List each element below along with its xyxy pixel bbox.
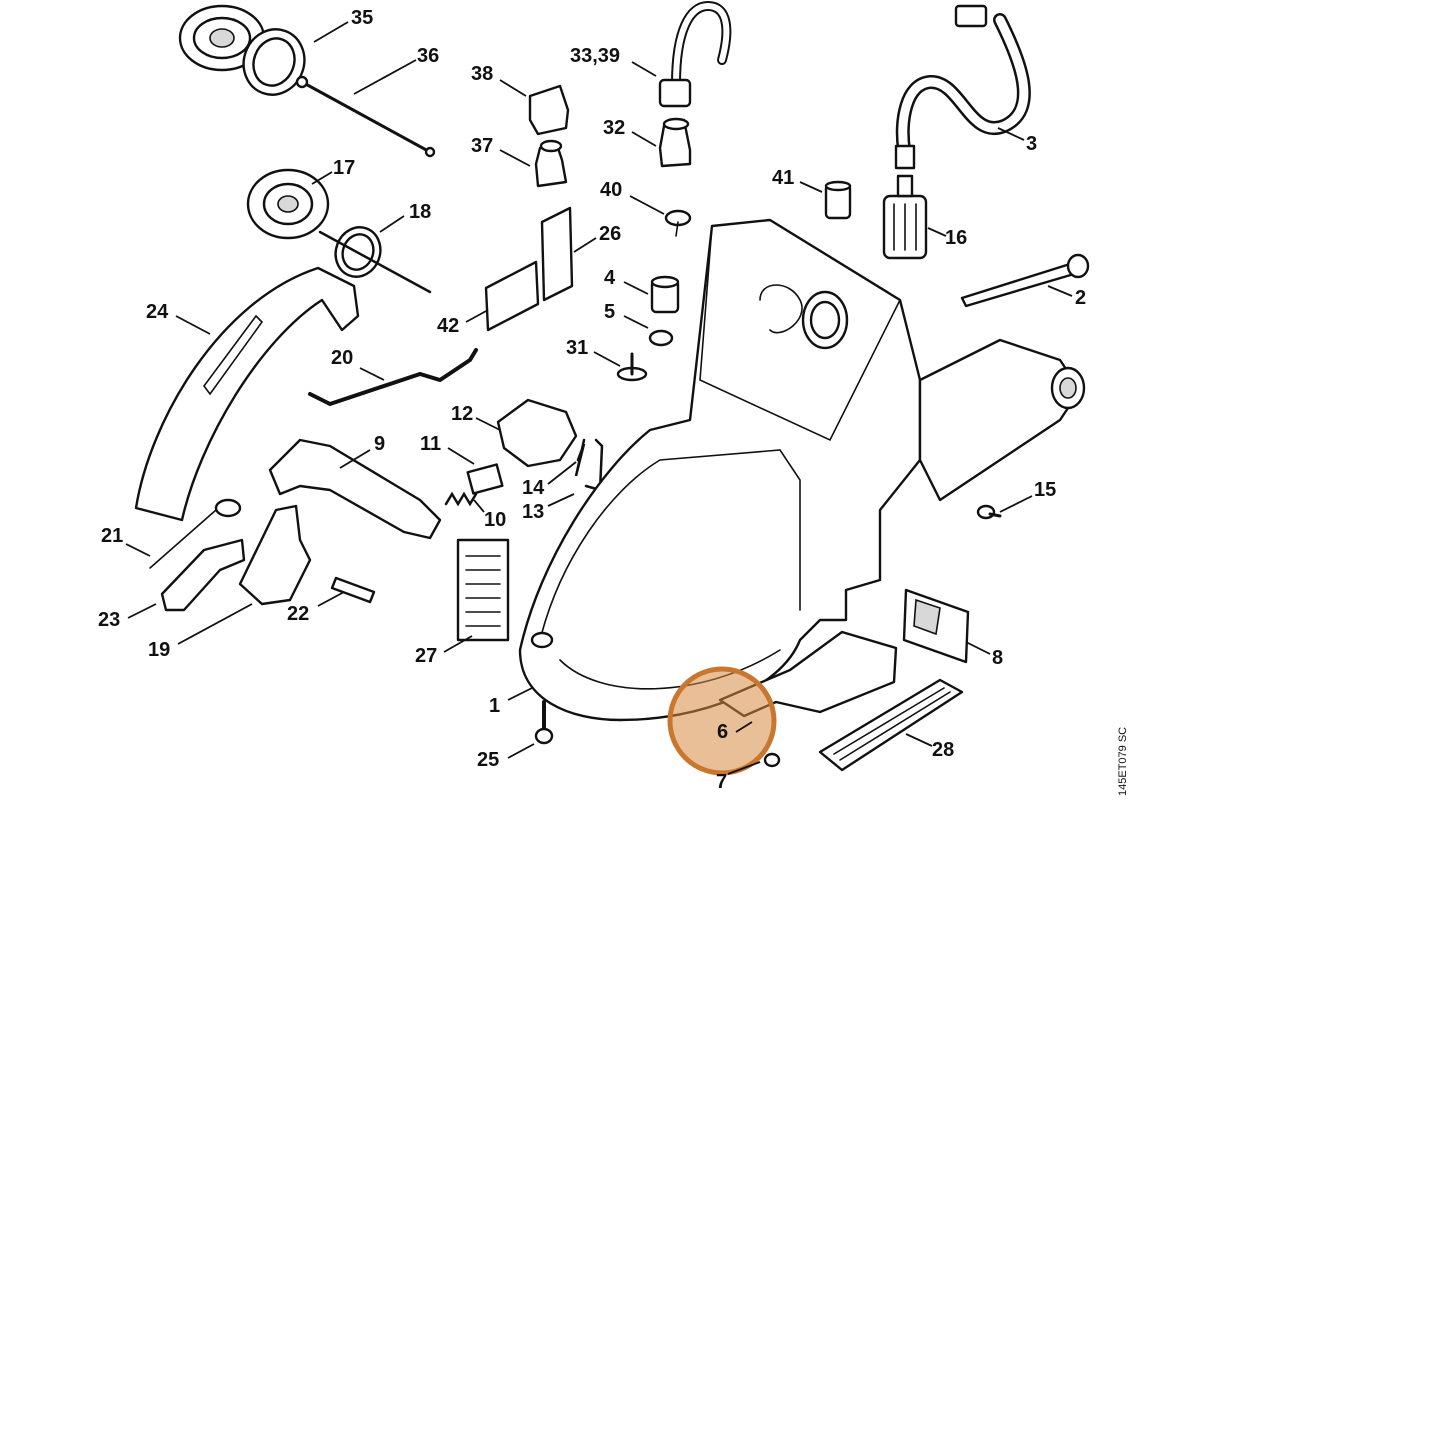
part-17-rewind-starter[interactable] <box>246 168 330 240</box>
callout-3[interactable]: 3 <box>1026 133 1037 155</box>
callout-5[interactable]: 5 <box>604 301 615 323</box>
part-28-rail[interactable] <box>818 678 964 772</box>
part-35-starter-pulley[interactable] <box>178 4 266 72</box>
highlight-marker <box>667 666 777 776</box>
part-38-grommet[interactable] <box>528 84 570 136</box>
callout-36[interactable]: 36 <box>417 45 439 67</box>
callout-labels: 35 36 38 33,39 32 37 3 17 18 40 41 16 26… <box>98 7 1086 793</box>
callout-7[interactable]: 7 <box>716 771 727 793</box>
part-1-tank-housing[interactable] <box>518 218 1086 722</box>
callout-41[interactable]: 41 <box>772 167 794 189</box>
part-20-wire-rod[interactable] <box>308 348 478 407</box>
part-4-valve[interactable] <box>650 275 680 314</box>
callout-10[interactable]: 10 <box>484 509 506 531</box>
part-21-torsion-spring[interactable] <box>149 498 242 569</box>
callout-14[interactable]: 14 <box>522 477 545 499</box>
callout-28[interactable]: 28 <box>932 739 954 761</box>
part-23-trigger-interlock[interactable] <box>160 538 246 612</box>
part-19-throttle-trigger[interactable] <box>238 504 312 606</box>
callout-23[interactable]: 23 <box>98 609 120 631</box>
part-24-handlebar[interactable] <box>134 266 360 522</box>
callout-2[interactable]: 2 <box>1075 287 1086 309</box>
drawing-code: 145ET079 SC <box>1117 727 1129 796</box>
part-36-control-rod[interactable] <box>295 75 436 158</box>
part-2-bolt[interactable] <box>960 253 1090 308</box>
callout-16[interactable]: 16 <box>945 227 967 249</box>
callout-6[interactable]: 6 <box>717 721 728 743</box>
callout-19[interactable]: 19 <box>148 639 170 661</box>
callout-33-39[interactable]: 33,39 <box>570 45 620 67</box>
part-9-throttle-rod[interactable] <box>268 438 442 540</box>
part-13-wire[interactable] <box>584 438 604 492</box>
part-26-label[interactable] <box>540 206 574 302</box>
callout-18[interactable]: 18 <box>409 201 431 223</box>
part-31-screw[interactable] <box>616 352 648 382</box>
callout-25[interactable]: 25 <box>477 749 499 771</box>
callout-38[interactable]: 38 <box>471 63 493 85</box>
callout-32[interactable]: 32 <box>603 117 625 139</box>
part-35-washer[interactable] <box>235 21 314 104</box>
callout-17[interactable]: 17 <box>333 157 355 179</box>
callout-20[interactable]: 20 <box>331 347 353 369</box>
part-25-screw[interactable] <box>534 700 554 745</box>
callout-1[interactable]: 1 <box>489 695 500 717</box>
callout-21[interactable]: 21 <box>101 525 123 547</box>
callout-42[interactable]: 42 <box>437 315 459 337</box>
part-12-switch[interactable] <box>496 398 578 468</box>
leader-lines <box>125 21 1073 775</box>
part-32-grommet[interactable] <box>658 117 692 168</box>
callout-40[interactable]: 40 <box>600 179 622 201</box>
callout-15[interactable]: 15 <box>1034 479 1056 501</box>
part-10-spring[interactable] <box>444 491 478 507</box>
callout-26[interactable]: 26 <box>599 223 621 245</box>
callout-22[interactable]: 22 <box>287 603 309 625</box>
callout-35[interactable]: 35 <box>351 7 373 29</box>
part-3-fuel-hose[interactable] <box>894 4 1031 170</box>
callout-37[interactable]: 37 <box>471 135 493 157</box>
callout-11[interactable]: 11 <box>420 433 441 455</box>
callout-4[interactable]: 4 <box>604 267 616 289</box>
callout-8[interactable]: 8 <box>992 647 1003 669</box>
part-33-39-hose[interactable] <box>658 0 732 108</box>
part-16-fuel-filter[interactable] <box>882 174 928 260</box>
part-41-sleeve[interactable] <box>824 180 852 220</box>
part-11-block[interactable] <box>466 463 504 495</box>
part-22-pin[interactable] <box>330 576 376 604</box>
part-8-warning-label[interactable] <box>902 588 970 664</box>
part-14-spring[interactable] <box>574 438 586 477</box>
callout-24[interactable]: 24 <box>146 301 169 323</box>
part-27-label[interactable] <box>456 538 510 642</box>
part-42-label[interactable] <box>484 260 540 332</box>
callout-12[interactable]: 12 <box>451 403 473 425</box>
callout-31[interactable]: 31 <box>566 337 588 359</box>
part-5-o-ring[interactable] <box>648 329 674 347</box>
part-40-screw[interactable] <box>664 209 692 237</box>
part-18-o-ring[interactable] <box>318 221 432 294</box>
callout-27[interactable]: 27 <box>415 645 437 667</box>
part-7-screw[interactable] <box>763 752 781 768</box>
part-15-screw[interactable] <box>976 504 1002 520</box>
callout-13[interactable]: 13 <box>522 501 544 523</box>
callout-9[interactable]: 9 <box>374 433 385 455</box>
part-37-grommet[interactable] <box>534 139 568 188</box>
